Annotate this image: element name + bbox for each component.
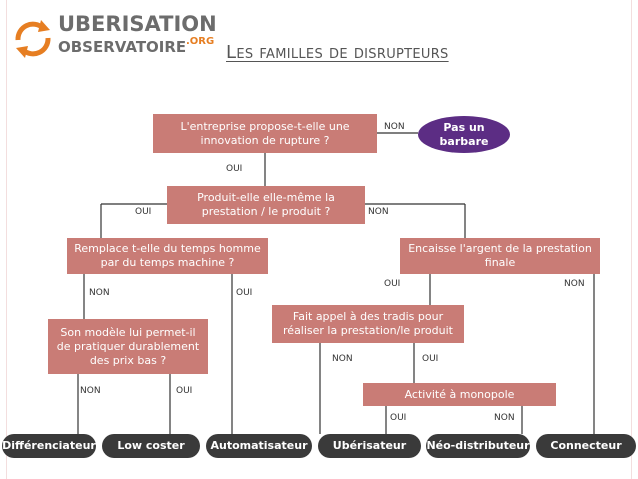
node-encaisse-question: Encaisse l'argent de la prestation final… (400, 238, 600, 274)
edge-label-innovation-non: NON (384, 122, 405, 132)
outcome-uberisateur: Ubérisateur (318, 434, 421, 458)
outcome-differenciateur: Différenciateur (2, 434, 96, 458)
node-tradis-question: Fait appel à des tradis pour réaliser la… (272, 305, 464, 343)
outcome-connecteur: Connecteur (536, 434, 636, 458)
refresh-arrows-icon (15, 20, 51, 58)
outcome-low-coster: Low coster (102, 434, 200, 458)
edge-label-innovation-oui: OUI (226, 164, 243, 174)
edge-label-produit-non: NON (368, 207, 389, 217)
node-produit-question: Produit-elle elle-même la prestation / l… (167, 186, 365, 224)
edge-label-remplace-oui: OUI (236, 288, 253, 298)
node-remplace-question: Remplace t-elle du temps homme par du te… (67, 238, 268, 274)
edge-label-monopole-non: NON (494, 413, 515, 423)
edge-label-remplace-non: NON (89, 288, 110, 298)
edge-label-modele-non: NON (80, 386, 101, 396)
logo-text-observatoire: OBSERVATOIRE (58, 38, 187, 56)
edge-label-encaisse-non: NON (564, 279, 585, 289)
edge-label-monopole-oui: OUI (390, 413, 407, 423)
edge-label-modele-oui: OUI (176, 386, 193, 396)
node-modele-question: Son modèle lui permet-il de pratiquer du… (48, 319, 208, 374)
left-border-line (6, 0, 7, 479)
logo: UBERISATION OBSERVATOIRE .ORG (8, 8, 217, 68)
logo-text-uberisation: UBERISATION (58, 12, 217, 36)
edge-label-encaisse-oui: OUI (384, 279, 401, 289)
outcome-automatisateur: Automatisateur (206, 434, 312, 458)
outcome-pas-barbare: Pas un barbare (418, 116, 510, 153)
node-innovation-question: L'entreprise propose-t-elle une innovati… (153, 114, 377, 153)
edge-label-tradis-non: NON (332, 354, 353, 364)
right-border-line (631, 0, 632, 479)
outcome-neo-distributeur: Néo-distributeur (426, 434, 530, 458)
edge-label-produit-oui: OUI (135, 207, 152, 217)
page-title: Les familles de disrupteurs (226, 42, 449, 63)
edge-label-tradis-oui: OUI (422, 354, 439, 364)
logo-text-org: .ORG (186, 36, 215, 47)
node-monopole-question: Activité à monopole (363, 383, 556, 406)
